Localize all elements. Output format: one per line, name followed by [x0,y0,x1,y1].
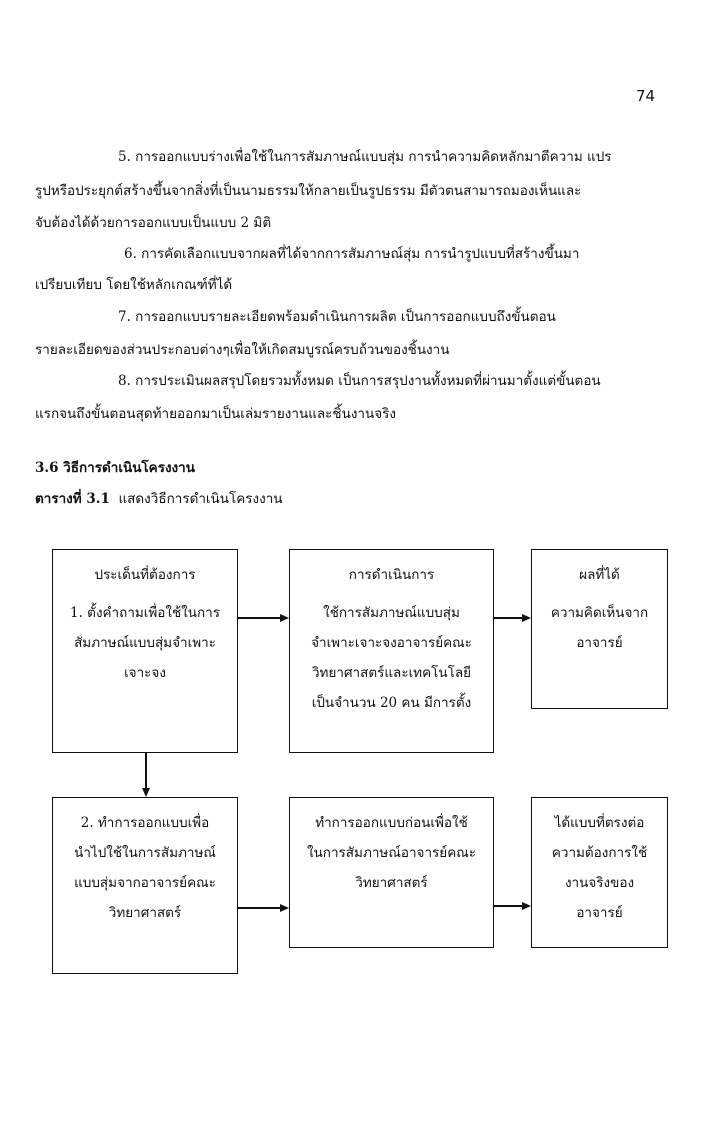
box-text: นำไปใช้ในการสัมภาษณ์ [74,845,216,861]
paragraph-line: จับต้องได้ด้วยการออกแบบเป็นแบบ 2 มิติ [35,215,272,231]
box-text: วิทยาศาสตร์ [108,905,182,921]
box-text: อาจารย์ [576,635,623,651]
box-text: สัมภาษณ์แบบสุ่มจำเพาะ [74,635,216,651]
box-text: ความต้องการใช้ [551,845,648,861]
box-text: ใช้การสัมภาษณ์แบบสุ่ม [323,605,460,621]
paragraph-line: เปรียบเทียบ โดยใช้หลักเกณฑ์ที่ได้ [35,277,233,293]
paragraph-line: รายละเอียดของส่วนประกอบต่างๆเพื่อให้เกิด… [35,342,450,358]
box-text: ความคิดเห็นจาก [550,605,649,621]
paragraph-line: 7. การออกแบบรายละเอียดพร้อมดำเนินการผลิต… [118,309,556,325]
table-caption-text: แสดงวิธีการดำเนินโครงงาน [118,491,283,507]
section-heading: 3.6 วิธีการดำเนินโครงงาน [35,460,195,476]
box-text: งานจริงของ [564,875,635,891]
box-text: วิทยาศาสตร์และเทคโนโลยี [311,665,472,681]
box-text: การดำเนินการ [348,567,435,583]
table-label: ตารางที่ 3.1 [35,491,110,507]
box-text: ประเด็นที่ต้องการ [94,567,196,583]
paragraph-line: 8. การประเมินผลสรุปโดยรวมทั้งหมด เป็นการ… [118,373,601,389]
flow-box-pre-design: ทำการออกแบบก่อนเพื่อใช้ ในการสัมภาษณ์อาจ… [289,797,494,948]
paragraph-line: 6. การคัดเลือกแบบจากผลที่ได้จากการสัมภาษ… [124,246,580,262]
box-text: วิทยาศาสตร์ [355,875,428,891]
box-text: แบบสุ่มจากอาจารย์คณะ [74,875,216,891]
box-text: อาจารย์ [576,905,623,921]
box-text: ผลที่ได้ [579,567,620,583]
flow-box-result: ผลที่ได้ ความคิดเห็นจาก อาจารย์ [531,549,668,709]
page-number: 74 [636,87,656,105]
box-text: เป็นจำนวน 20 คน มีการตั้ง [311,695,472,711]
box-text: 2. ทำการออกแบบเพื่อ [80,815,210,831]
box-text: 1. ตั้งคำถามเพื่อใช้ในการ [70,605,220,621]
paragraph-line: รูปหรือประยุกต์สร้างขึ้นจากสิ่งที่เป็นนา… [35,183,582,199]
box-text: เจาะจง [124,665,166,681]
flow-box-design: 2. ทำการออกแบบเพื่อ นำไปใช้ในการสัมภาษณ์… [52,797,238,974]
table-caption: ตารางที่ 3.1 แสดงวิธีการดำเนินโครงงาน [35,487,283,509]
flow-box-issue: ประเด็นที่ต้องการ 1. ตั้งคำถามเพื่อใช้ใน… [52,549,238,753]
box-text: ทำการออกแบบก่อนเพื่อใช้ [315,815,468,831]
box-text: จำเพาะเจาะจงอาจารย์คณะ [311,635,472,651]
flow-box-final: ได้แบบที่ตรงต่อ ความต้องการใช้ งานจริงขอ… [531,797,668,948]
box-text: ในการสัมภาษณ์อาจารย์คณะ [306,845,476,861]
box-text: ได้แบบที่ตรงต่อ [554,815,645,831]
paragraph-line: 5. การออกแบบร่างเพื่อใช้ในการสัมภาษณ์แบบ… [118,149,612,165]
flow-box-process: การดำเนินการ ใช้การสัมภาษณ์แบบสุ่ม จำเพา… [289,549,494,753]
paragraph-line: แรกจนถึงขั้นตอนสุดท้ายออกมาเป็นเล่มรายงา… [35,406,396,422]
